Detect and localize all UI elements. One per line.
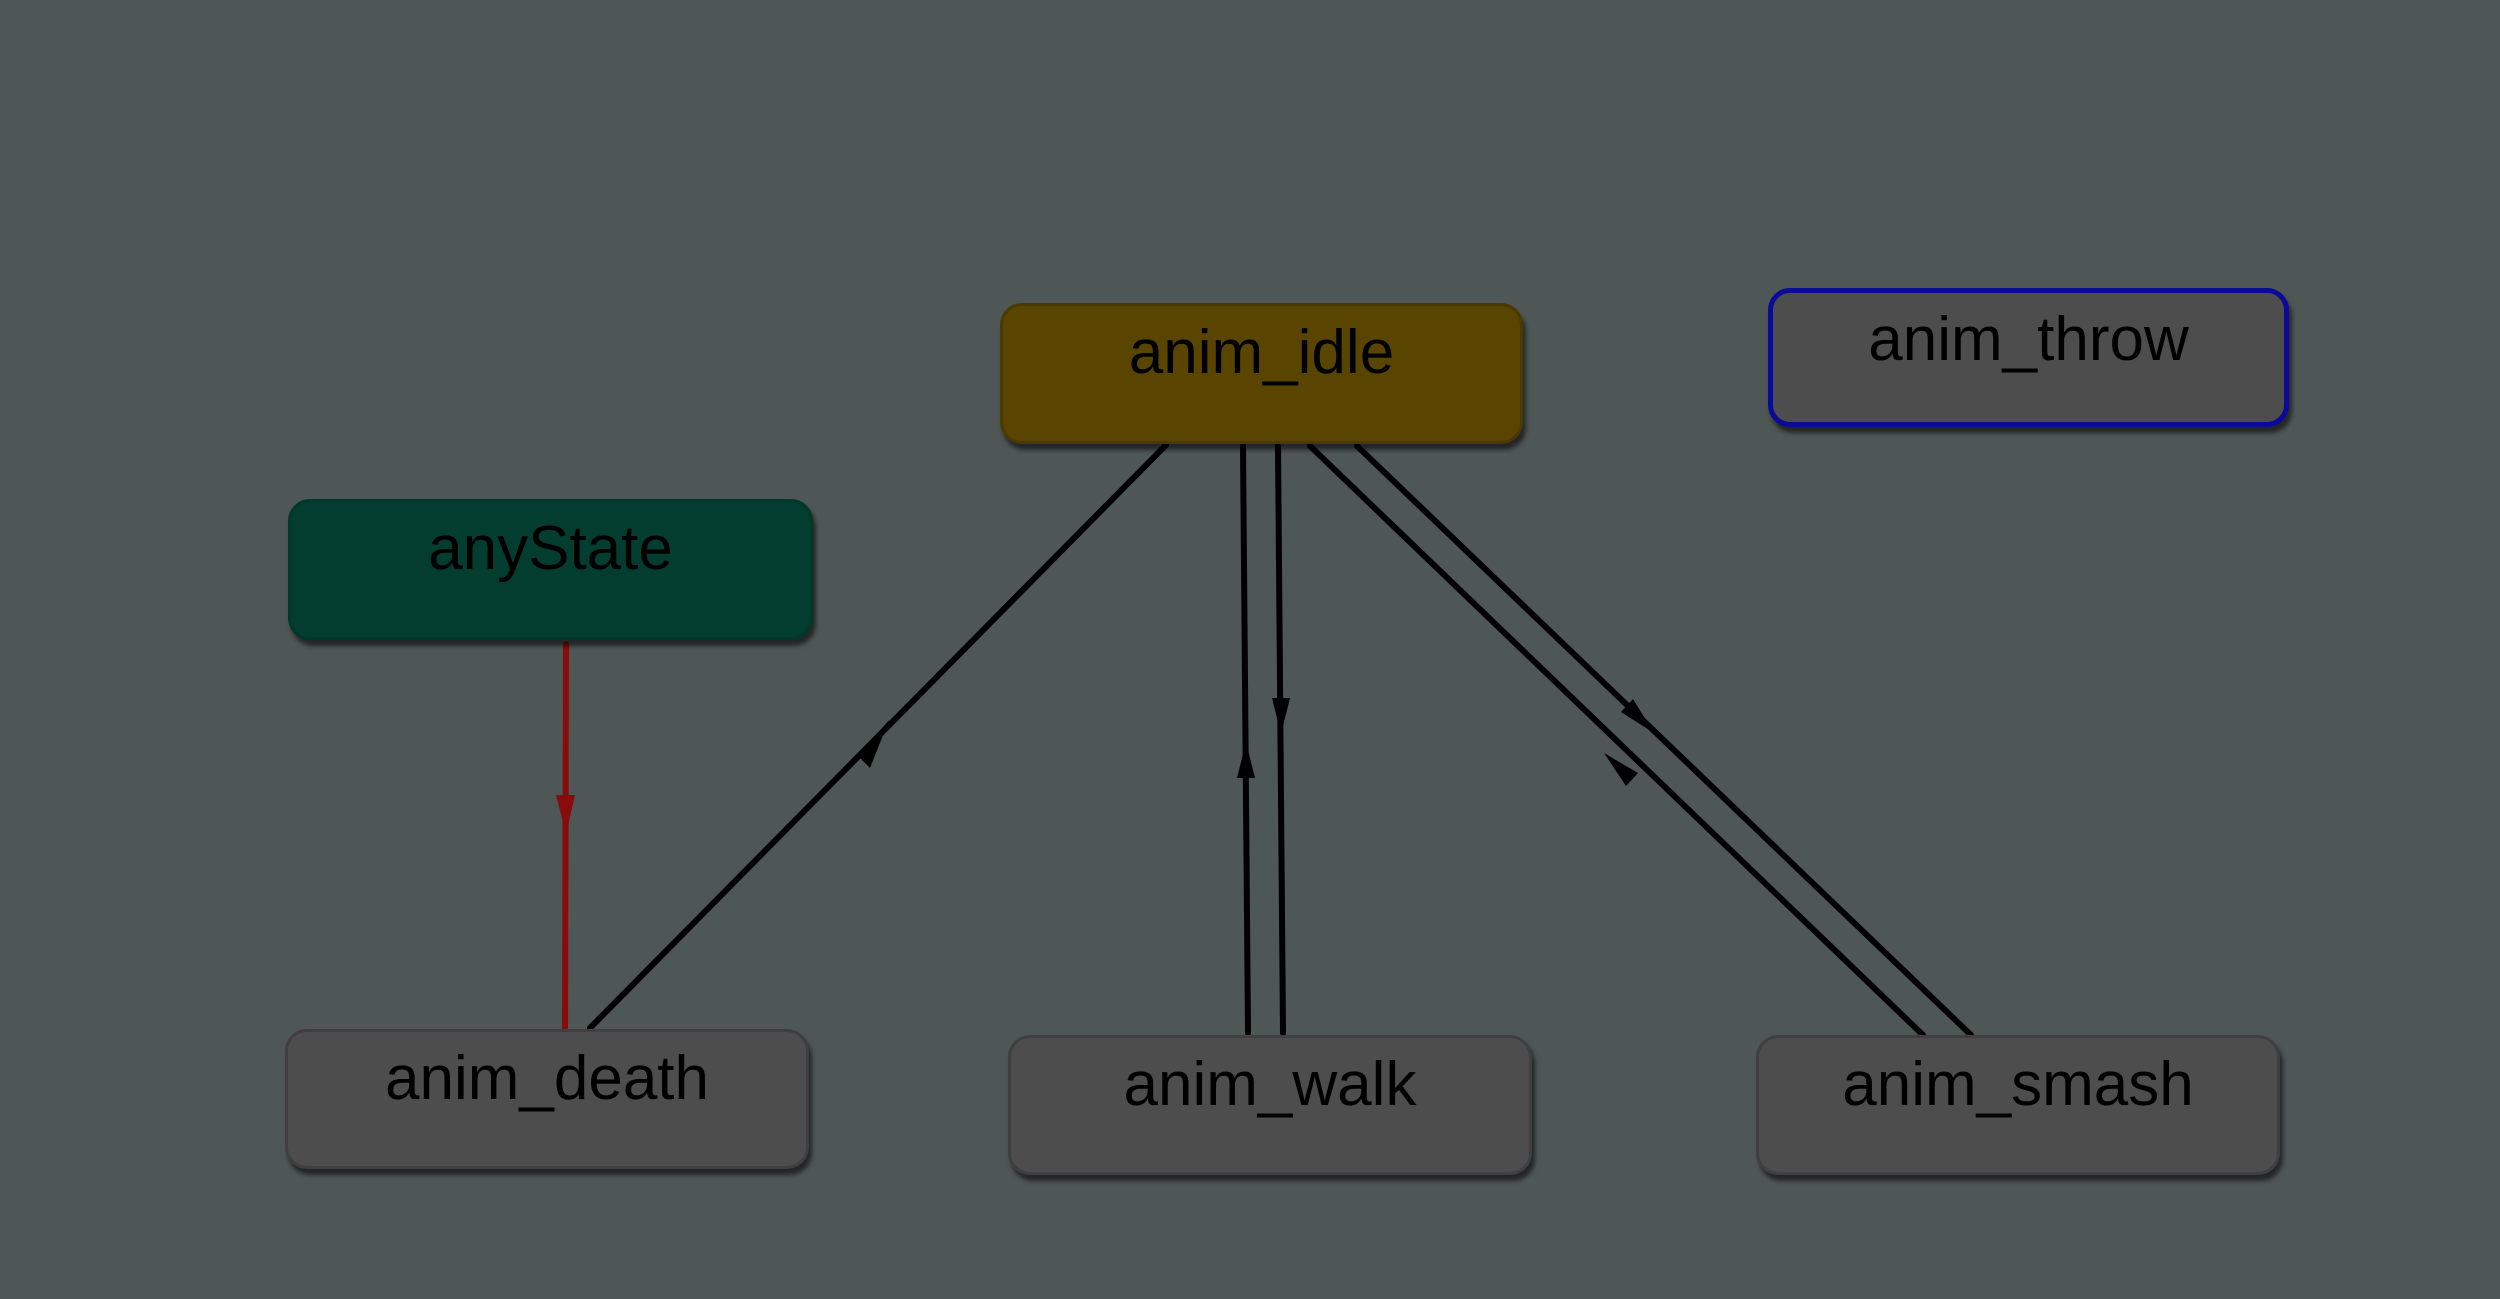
state-node-any-state[interactable]: anyState [288, 499, 813, 640]
state-label-anim-walk: anim_walk [1123, 1050, 1417, 1119]
state-label-anim-idle: anim_idle [1128, 318, 1395, 387]
state-label-anim-death: anim_death [384, 1044, 710, 1113]
state-node-anim-walk[interactable]: anim_walk [1008, 1035, 1532, 1175]
transition-arrow-idle-to-walk [1272, 698, 1290, 734]
transition-anystate-to-death[interactable] [562, 641, 569, 1031]
state-node-anim-death[interactable]: anim_death [285, 1029, 809, 1169]
transition-idle-to-smash[interactable] [1354, 443, 1974, 1038]
state-label-any-state: anyState [428, 514, 673, 583]
transition-arrow-death-to-idle [858, 720, 889, 768]
transition-arrow-smash-to-idle [1604, 753, 1638, 786]
transition-arrow-walk-to-idle [1237, 742, 1255, 778]
transition-idle-to-walk[interactable] [1275, 443, 1286, 1036]
transition-smash-to-idle[interactable] [1307, 443, 1926, 1038]
transition-walk-to-idle[interactable] [1240, 443, 1251, 1036]
state-label-anim-throw: anim_throw [1868, 305, 2189, 374]
transition-arrow-anystate-to-death [556, 795, 575, 834]
state-node-anim-throw[interactable]: anim_throw [1768, 288, 2289, 427]
state-node-anim-smash[interactable]: anim_smash [1756, 1035, 2280, 1175]
state-label-anim-smash: anim_smash [1842, 1050, 2194, 1119]
state-node-anim-idle[interactable]: anim_idle [1000, 303, 1523, 444]
transition-arrow-idle-to-smash [1621, 699, 1654, 733]
